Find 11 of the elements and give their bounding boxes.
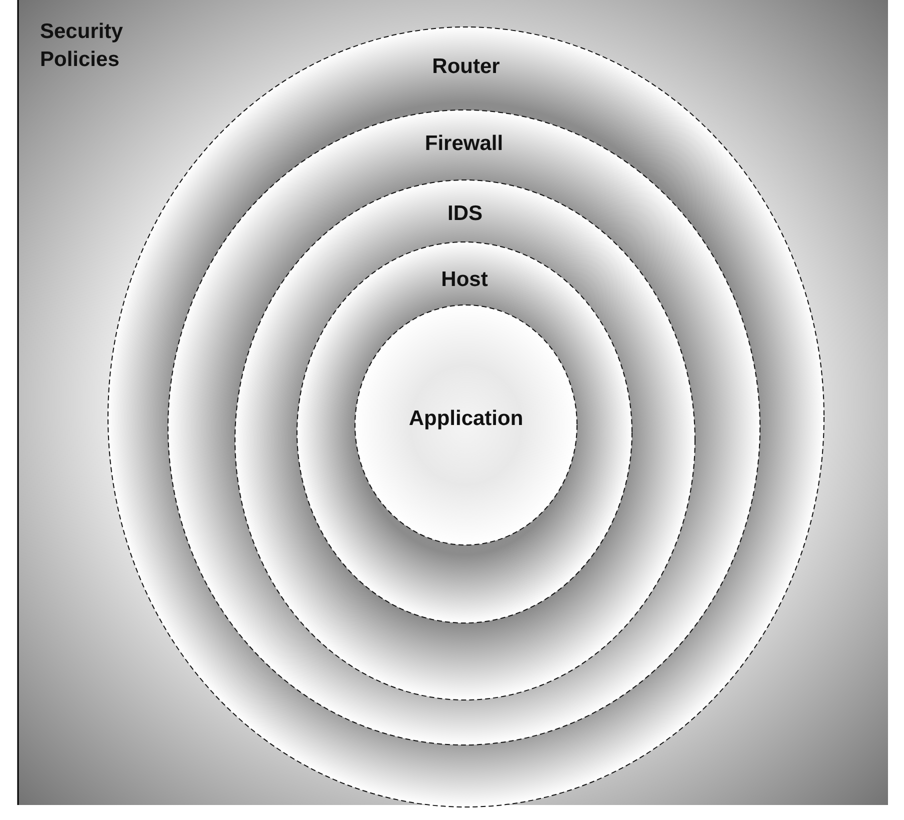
layer-label: Host (441, 268, 488, 292)
layer-label: IDS (448, 202, 482, 226)
layer-ellipse (355, 305, 577, 545)
layer-label: Firewall (424, 132, 504, 156)
layer-ellipse (168, 110, 760, 745)
layer-ellipse (235, 180, 695, 700)
layer-ellipse (297, 242, 632, 623)
layer-label: Security Policies (40, 19, 124, 73)
layer-label: Router (432, 55, 500, 79)
layer-label: Application (408, 407, 524, 431)
policy-area (18, 0, 888, 805)
